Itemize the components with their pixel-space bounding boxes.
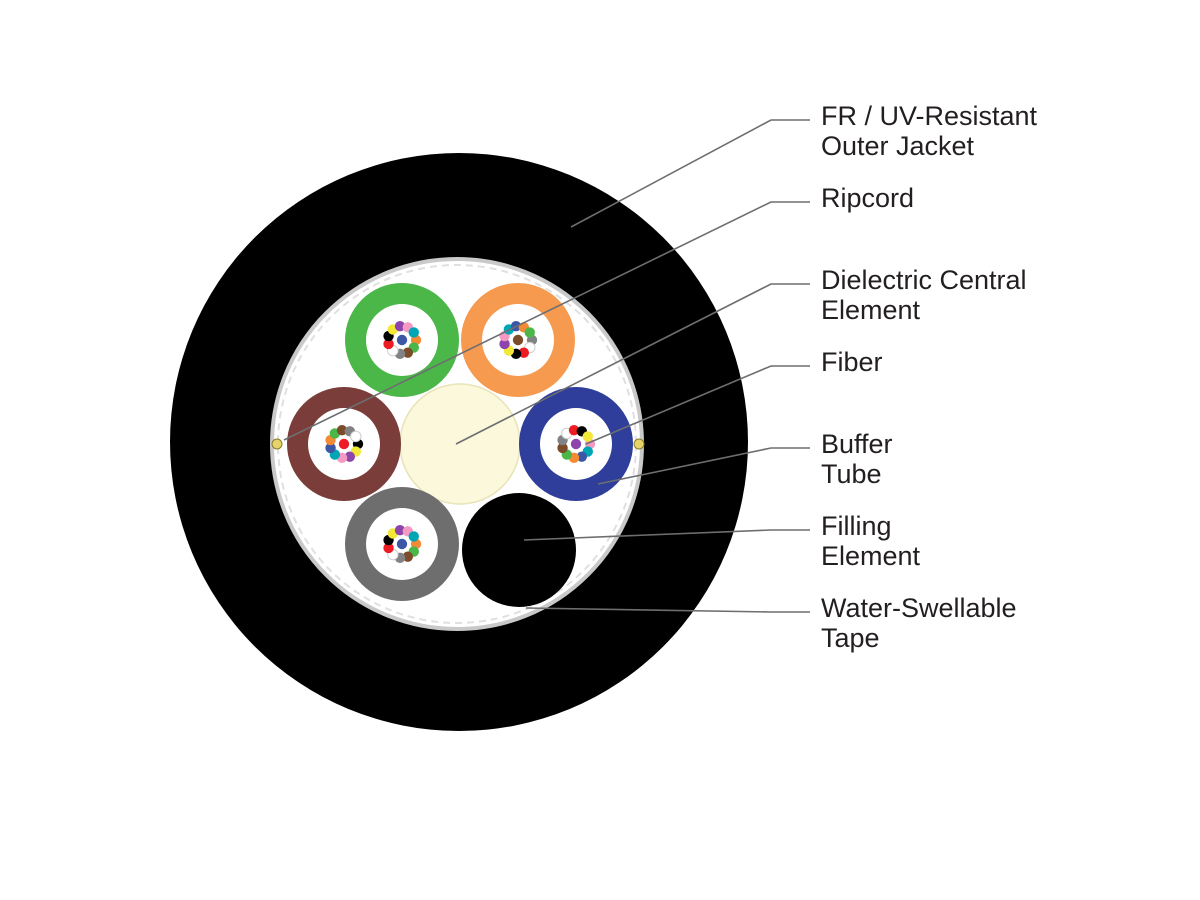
- label-fiber-line1: Fiber: [821, 347, 883, 377]
- label-ripcord-line1: Ripcord: [821, 183, 914, 213]
- fiber: [344, 451, 356, 462]
- fiber: [396, 334, 408, 346]
- leader-filling-element: [523, 529, 810, 541]
- leader-outer-jacket: [570, 119, 810, 228]
- label-central-element-line1: Dielectric Central: [821, 265, 1027, 295]
- leader-buffer-tube: [597, 447, 810, 485]
- fiber: [582, 431, 593, 442]
- label-outer-jacket: FR / UV-Resistant Outer Jacket: [821, 101, 1045, 161]
- label-water-tape-line2: Tape: [821, 623, 880, 653]
- label-water-tape: Water-Swellable Tape: [821, 593, 1024, 653]
- filling-element: [462, 493, 576, 607]
- label-outer-jacket-line1: FR / UV-Resistant: [821, 101, 1038, 131]
- label-ripcord: Ripcord: [821, 183, 914, 213]
- fiber: [394, 320, 406, 332]
- label-central-element: Dielectric Central Element: [821, 265, 1034, 325]
- fiber: [383, 542, 394, 554]
- fiber: [499, 338, 510, 350]
- fiber: [338, 438, 350, 450]
- label-buffer-tube-line2: Tube: [821, 459, 882, 489]
- leader-fiber: [585, 365, 810, 445]
- ripcord-left: [271, 438, 283, 450]
- buffer-tube-orange: [461, 283, 575, 397]
- label-water-tape-line1: Water-Swellable: [821, 593, 1017, 623]
- fiber: [402, 551, 414, 562]
- leader-ripcord: [283, 201, 810, 441]
- fiber: [394, 524, 406, 536]
- buffer-tube-blue: [519, 387, 633, 501]
- leader-water-tape: [525, 607, 810, 613]
- fiber: [570, 438, 582, 450]
- buffer-tube-brown: [287, 387, 401, 501]
- dielectric-central-element: [399, 383, 521, 505]
- fiber: [408, 531, 419, 542]
- fiber: [408, 327, 419, 338]
- buffer-tubes: [287, 283, 633, 601]
- fiber: [518, 347, 530, 358]
- fiber: [336, 424, 348, 436]
- label-filling-element-line2: Element: [821, 541, 921, 571]
- label-buffer-tube: Buffer Tube: [821, 429, 900, 489]
- fiber: [396, 538, 408, 550]
- fiber: [568, 424, 580, 436]
- fiber: [402, 347, 414, 358]
- fiber: [383, 338, 394, 350]
- ripcord-right: [633, 438, 645, 450]
- fiber: [512, 334, 524, 346]
- label-buffer-tube-line1: Buffer: [821, 429, 893, 459]
- fiber: [557, 442, 568, 454]
- fiber: [325, 442, 336, 454]
- fiber: [576, 451, 588, 462]
- leader-lines: [283, 119, 810, 613]
- fiber: [524, 327, 535, 338]
- label-fiber: Fiber: [821, 347, 883, 377]
- label-outer-jacket-line2: Outer Jacket: [821, 131, 975, 161]
- label-central-element-line2: Element: [821, 295, 921, 325]
- leader-central-element: [455, 283, 810, 445]
- buffer-tube-gray: [345, 487, 459, 601]
- label-filling-element-line1: Filling: [821, 511, 892, 541]
- buffer-tube-green: [345, 283, 459, 397]
- labels: FR / UV-Resistant Outer Jacket Ripcord D…: [821, 101, 1045, 653]
- label-filling-element: Filling Element: [821, 511, 921, 571]
- fiber: [350, 430, 362, 443]
